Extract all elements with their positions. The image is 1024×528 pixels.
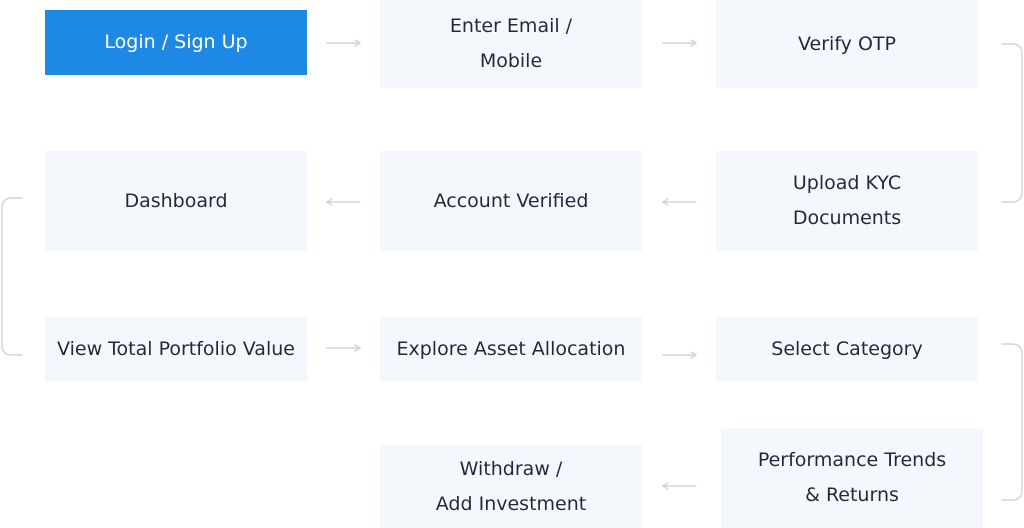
arrow-right-icon [662,351,697,359]
step-label: Account Verified [433,189,589,212]
step-label-line1: Enter Email / [449,15,573,37]
step-dashboard: Dashboard [45,151,307,251]
step-label-line2: Add Investment [435,492,587,515]
step-label-line2: & Returns [805,484,899,506]
step-label: Select Category [771,338,923,360]
step-label-line2: Documents [792,207,902,229]
step-label-line2: Mobile [479,50,543,72]
step-withdraw-add-investment: Withdraw / Add Investment [380,445,642,528]
step-upload-kyc: Upload KYC Documents [716,151,978,251]
step-verify-otp: Verify OTP [716,0,978,88]
step-label: View Total Portfolio Value [57,338,295,360]
step-label: Explore Asset Allocation [396,338,626,360]
arrow-right-icon [662,39,697,47]
step-enter-email-mobile: Enter Email / Mobile [380,0,642,88]
bracket-connector-right [1001,343,1023,501]
step-label-line1: Withdraw / [459,457,563,480]
step-label: Verify OTP [798,32,896,55]
bracket-connector-right [1001,43,1023,203]
step-account-verified: Account Verified [380,151,642,251]
arrow-left-icon [662,482,697,490]
step-explore-asset-allocation: Explore Asset Allocation [380,317,642,382]
bracket-connector-left [1,197,23,356]
arrow-right-icon [326,39,361,47]
step-select-category: Select Category [716,317,978,382]
step-login-signup[interactable]: Login / Sign Up [45,10,307,75]
step-label-line1: Upload KYC [792,172,902,194]
step-label-line1: Performance Trends [757,449,947,471]
arrow-left-icon [326,198,361,206]
step-performance-trends: Performance Trends & Returns [721,428,983,528]
step-label: Login / Sign Up [104,31,248,53]
step-view-total-portfolio: View Total Portfolio Value [45,317,307,382]
arrow-left-icon [662,198,697,206]
arrow-right-icon [326,344,361,352]
step-label: Dashboard [124,189,228,212]
